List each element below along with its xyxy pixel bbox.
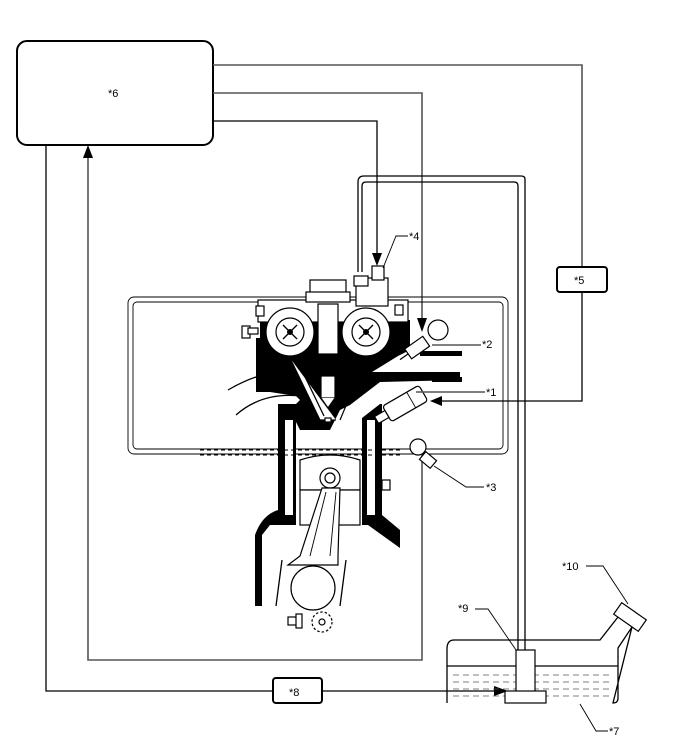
callout-10: *10 <box>562 561 579 573</box>
callout-1: *1 <box>486 387 496 399</box>
callout-3: *3 <box>486 482 496 494</box>
wire-to-actuator-4 <box>213 120 378 254</box>
callout-8: *8 <box>289 687 299 699</box>
callout-4: *4 <box>409 231 419 243</box>
wire-to-relay-8 <box>45 145 272 692</box>
ignition-coil-2: *2 <box>399 319 492 361</box>
actuator-4-label: *4 <box>382 231 419 269</box>
wire-to-injector-1 <box>440 290 583 402</box>
fuel-tank-7: *10 *9 *7 <box>446 561 648 738</box>
relay-box-8: *8 <box>272 677 323 704</box>
arrow-to-actuator-icon <box>372 253 382 266</box>
callout-2: *2 <box>482 339 492 351</box>
wire-to-relay-5 <box>213 64 583 266</box>
filler-cap-10 <box>612 601 648 633</box>
arrow-to-pump-icon <box>494 686 508 696</box>
intake-camshaft <box>265 307 315 357</box>
relay-box-5: *5 <box>556 266 608 293</box>
sensor-3: *3 <box>409 438 496 494</box>
wire-to-coil-2 <box>213 92 423 320</box>
fuel-injector-1: *1 <box>373 385 496 425</box>
connecting-rod <box>275 487 347 611</box>
callout-7: *7 <box>609 726 619 738</box>
control-unit-box: *6 <box>16 40 214 146</box>
arrow-to-coil-icon <box>417 318 427 332</box>
fuel-line <box>357 175 526 650</box>
callout-6: *6 <box>108 88 118 100</box>
callout-5: *5 <box>574 275 584 287</box>
crank-position-sensor <box>287 611 333 633</box>
arrow-to-ecu-icon <box>83 145 93 158</box>
signal-wires <box>45 64 583 696</box>
arrow-to-injector-icon <box>430 396 442 406</box>
exhaust-camshaft <box>341 307 391 357</box>
callout-9: *9 <box>458 603 468 615</box>
wire-sensor-to-ecu <box>87 156 423 661</box>
